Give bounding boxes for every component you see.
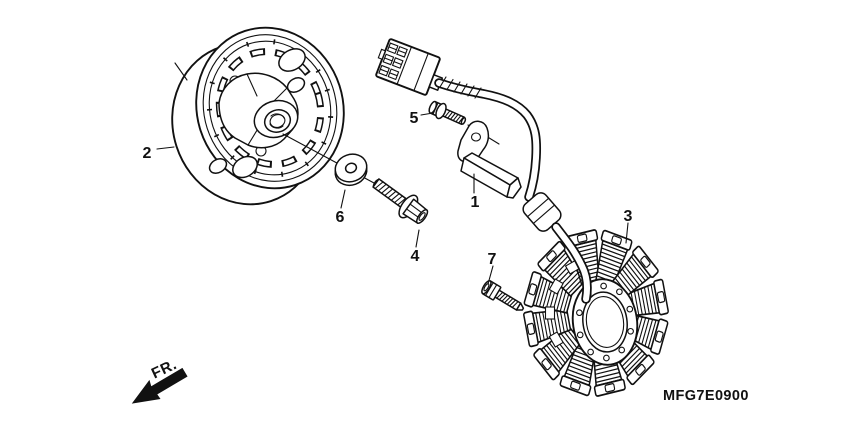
front-direction-indicator: FR. — [131, 356, 188, 404]
diagram-code: MFG7E0900 — [663, 388, 749, 404]
flywheel-rotor-drawing — [171, 26, 345, 206]
connector-pins — [378, 42, 408, 81]
harness-connector-drawing — [375, 38, 444, 96]
washer-drawing — [334, 153, 368, 187]
callout-1[interactable]: 1 — [471, 194, 480, 211]
fr-arrow-icon — [131, 367, 188, 404]
setting-bolt-drawing — [428, 100, 467, 125]
callout-5[interactable]: 5 — [410, 110, 419, 127]
callout-4[interactable]: 4 — [411, 248, 420, 265]
callout-6[interactable]: 6 — [336, 209, 345, 226]
tape-wrap-hatch — [439, 76, 482, 99]
coil-terminal-clips — [544, 259, 582, 348]
rim-surface-mark — [174, 62, 188, 81]
stator-drawing — [522, 228, 670, 398]
flange-bolt-drawing — [372, 178, 429, 224]
callout-7[interactable]: 7 — [488, 251, 497, 268]
harness-bracket-drawing — [457, 120, 522, 199]
callout-3[interactable]: 3 — [624, 208, 633, 225]
callout-leaders — [156, 112, 629, 285]
socket-bolt-drawing — [481, 280, 525, 311]
wire-harness-drawing — [434, 76, 592, 304]
callout-2[interactable]: 2 — [143, 145, 152, 162]
